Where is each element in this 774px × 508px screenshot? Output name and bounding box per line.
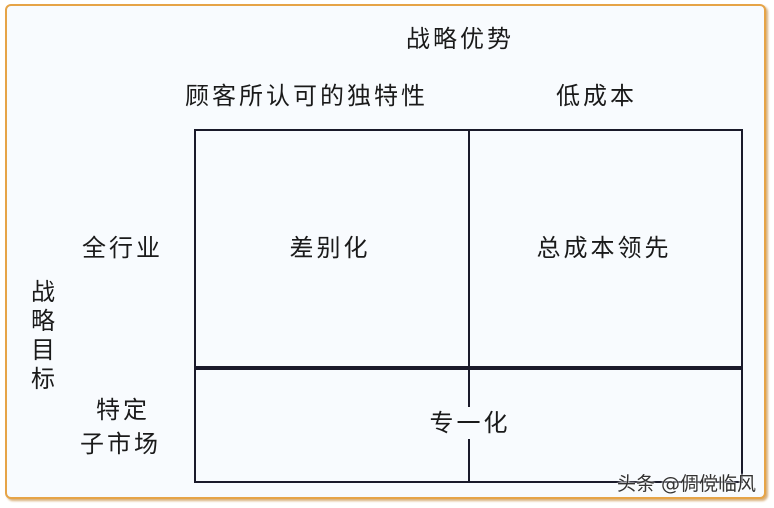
row-header-segment-line1: 特定 bbox=[96, 396, 150, 424]
side-title: 战 略 目 标 bbox=[29, 278, 57, 394]
side-title-char: 战 bbox=[31, 278, 55, 306]
cell-cost-leadership: 总成本领先 bbox=[536, 234, 672, 262]
grid-vertical-divider bbox=[468, 129, 470, 483]
grid-left-border bbox=[194, 129, 196, 483]
row-header-segment-line2: 子市场 bbox=[80, 430, 161, 458]
side-title-char: 目 bbox=[31, 336, 55, 364]
top-title: 战略优势 bbox=[406, 25, 514, 53]
watermark: 头条 @倜傥临风 bbox=[616, 473, 756, 495]
grid-horizontal-divider bbox=[194, 366, 743, 370]
row-header-industry-wide: 全行业 bbox=[82, 234, 163, 262]
side-title-char: 标 bbox=[31, 365, 55, 393]
cell-differentiation: 差别化 bbox=[289, 234, 371, 262]
column-header-uniqueness: 顾客所认可的独特性 bbox=[185, 82, 428, 110]
cell-focus: 专一化 bbox=[427, 407, 513, 439]
diagram-frame bbox=[5, 4, 766, 499]
column-header-low-cost: 低成本 bbox=[556, 82, 637, 110]
side-title-char: 略 bbox=[31, 307, 55, 335]
grid-right-border bbox=[741, 129, 743, 483]
